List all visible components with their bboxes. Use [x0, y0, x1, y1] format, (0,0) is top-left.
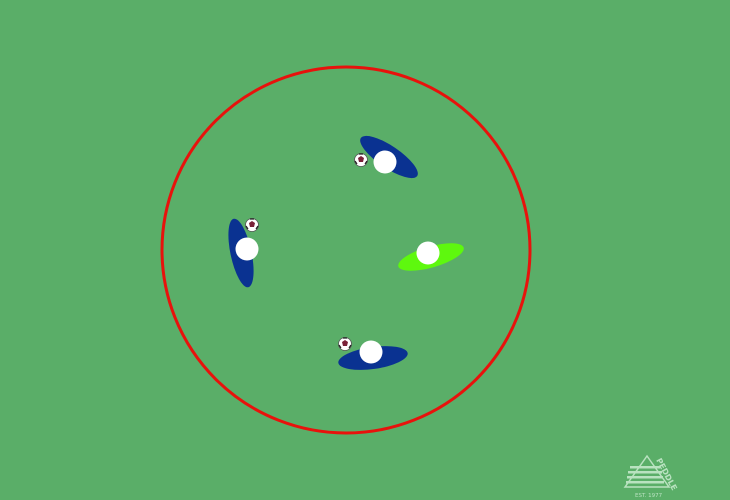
player-head: [373, 150, 397, 174]
player-blue-top: [354, 135, 418, 179]
player-blue-left: [228, 218, 259, 288]
player-head: [416, 241, 440, 265]
soccer-ball-icon: [245, 218, 259, 232]
logo-est: EST. 1977: [635, 493, 663, 499]
player-green-center: [398, 241, 464, 271]
boundary-circle: [160, 65, 532, 435]
soccer-ball-icon: [338, 337, 352, 351]
soccer-ball-icon: [354, 153, 368, 167]
player-blue-bottom: [338, 337, 408, 370]
player-head: [359, 340, 383, 364]
player-head: [235, 237, 259, 261]
